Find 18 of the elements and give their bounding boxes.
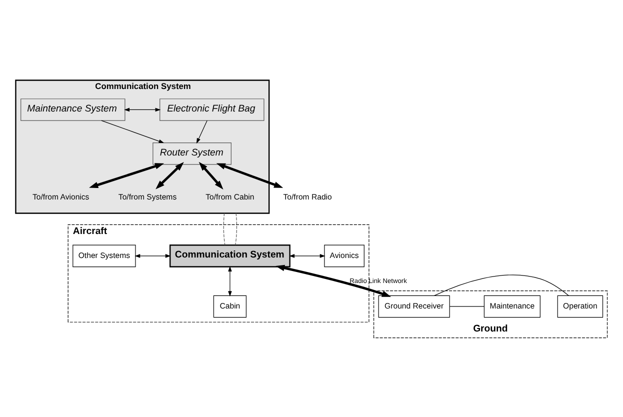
- arrow: [228, 266, 232, 296]
- node-box: Electronic Flight Bag: [160, 98, 264, 120]
- arrow: [101, 120, 164, 143]
- arrow: [276, 264, 392, 296]
- arrow: [156, 162, 184, 189]
- arrow: [124, 107, 161, 112]
- arrow: [196, 120, 208, 144]
- connector: [434, 274, 569, 296]
- arrow: [198, 161, 224, 189]
- connector: [235, 212, 238, 245]
- node-box: Communication System: [169, 244, 290, 267]
- node-box: Maintenance System: [20, 98, 126, 120]
- arrow: [289, 254, 326, 258]
- arrow: [216, 162, 284, 188]
- connector: [223, 212, 226, 245]
- node-box: Router System: [152, 142, 232, 164]
- arrow: [134, 254, 171, 258]
- arrow: [89, 162, 164, 188]
